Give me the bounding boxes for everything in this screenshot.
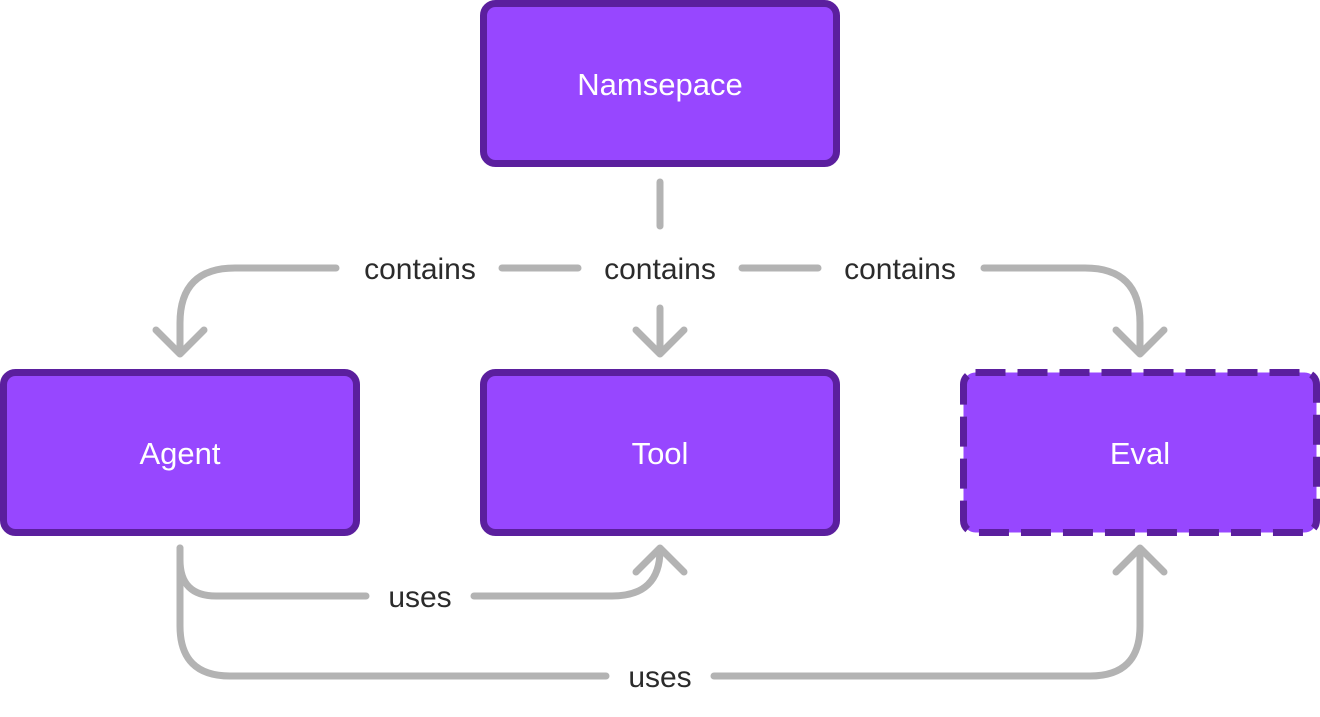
node-tool-label: Tool xyxy=(632,436,689,471)
edge-agent-eval xyxy=(176,544,1168,680)
edge-label-contains-agent: contains xyxy=(364,253,476,286)
edge-label-uses-tool: uses xyxy=(388,581,451,614)
node-tool[interactable]: Tool xyxy=(480,369,840,536)
node-namespace-label: Namsepace xyxy=(577,67,742,102)
edge-namespace-agent xyxy=(152,264,582,358)
edge-label-contains-tool: contains xyxy=(604,253,716,286)
node-agent-label: Agent xyxy=(139,436,220,471)
edge-label-contains-eval: contains xyxy=(844,253,956,286)
node-namespace[interactable]: Namsepace xyxy=(480,0,840,167)
node-eval-label: Eval xyxy=(1110,436,1170,471)
edge-namespace-eval xyxy=(738,264,1168,358)
node-eval[interactable]: Eval xyxy=(960,369,1320,536)
edge-namespace-tool xyxy=(632,178,688,358)
node-agent[interactable]: Agent xyxy=(0,369,360,536)
edge-label-uses-eval: uses xyxy=(628,661,691,694)
